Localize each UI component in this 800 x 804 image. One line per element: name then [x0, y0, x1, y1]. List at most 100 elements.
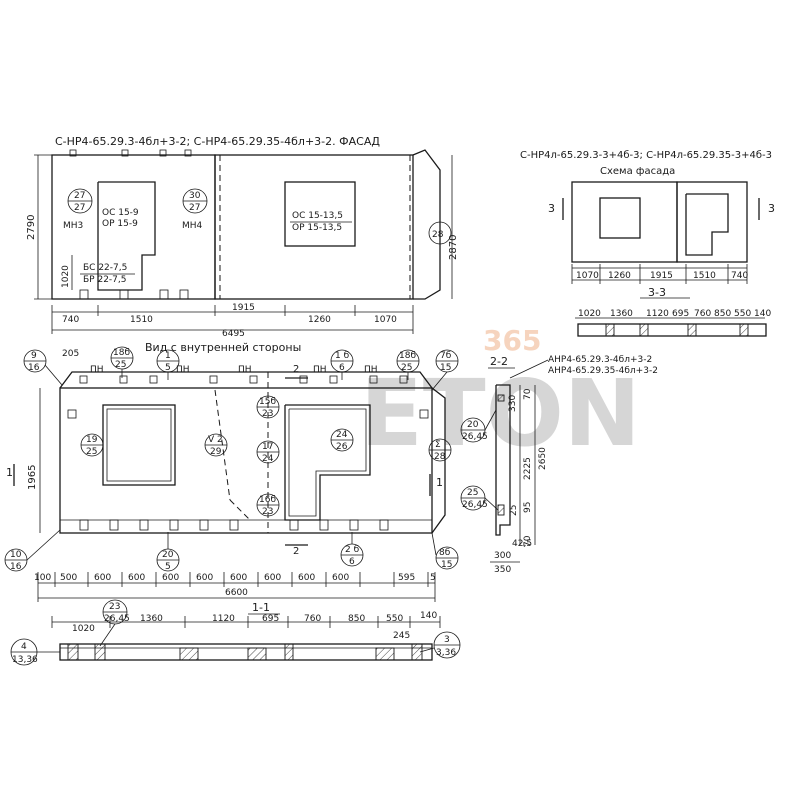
- cut-2-top: 2: [293, 364, 299, 375]
- svg-text:28: 28: [434, 452, 446, 462]
- svg-text:16б: 16б: [259, 495, 276, 505]
- inner-dim-9: 600: [332, 573, 349, 583]
- s33-dim-4: 760: [694, 309, 711, 319]
- svg-text:9: 9: [31, 351, 37, 361]
- scheme-subtitle: Схема фасада: [600, 166, 675, 177]
- s33-dim-0: 1020: [578, 309, 601, 319]
- inner-dim-8: 600: [298, 573, 315, 583]
- left-window-tag-1: ОС 15-9: [102, 208, 139, 218]
- svg-text:3,36: 3,36: [436, 648, 456, 658]
- s22-dim-42-5: 42,5: [512, 539, 532, 549]
- s11-dim-6: 550: [386, 614, 403, 624]
- facade-title: С-НР4-65.29.3-4бл+3-2; С-НР4-65.29.35-4б…: [55, 135, 380, 148]
- svg-text:2 б: 2 б: [345, 545, 360, 555]
- svg-text:8б: 8б: [439, 548, 451, 558]
- svg-text:20: 20: [162, 550, 174, 560]
- svg-text:24: 24: [262, 454, 274, 464]
- facade-dim-1915: 1915: [232, 303, 255, 313]
- scheme-cut-right: 3: [768, 202, 775, 215]
- svg-text:25: 25: [115, 360, 126, 370]
- inner-dim-10: 595: [398, 573, 415, 583]
- s33-dim-3: 695: [672, 309, 689, 319]
- facade-end: [412, 149, 441, 300]
- bubble-1b-6: 1 б6: [330, 349, 354, 373]
- svg-text:13,36: 13,36: [12, 655, 38, 665]
- svg-text:V 2: V 2: [208, 435, 223, 445]
- svg-text:4: 4: [21, 642, 27, 652]
- svg-text:15: 15: [441, 560, 452, 570]
- inner-dim-5: 600: [196, 573, 213, 583]
- section-22-tag-2: АНР4-65.29.35-4бл+3-2: [548, 366, 658, 376]
- bubble-25-26-45: 25 26,45: [460, 485, 488, 511]
- svg-text:6: 6: [349, 557, 355, 567]
- pn-2: ПН: [176, 365, 190, 375]
- svg-text:23: 23: [262, 409, 273, 419]
- inner-dim-6: 600: [230, 573, 247, 583]
- mn3-label: МН3: [63, 221, 83, 231]
- scheme-panel-right: [676, 181, 748, 263]
- bubble-v2-29: V 229: [204, 433, 228, 457]
- svg-text:26,45: 26,45: [462, 500, 488, 510]
- section-33-label: 3-3: [648, 286, 666, 299]
- door-tag-2: БР 22-7,5: [83, 275, 126, 285]
- pn-5: ПН: [364, 365, 378, 375]
- s22-dim-330: 330: [508, 395, 518, 412]
- scheme-cut-left: 3: [548, 202, 555, 215]
- svg-text:30: 30: [189, 191, 201, 201]
- inner-dim-2: 600: [94, 573, 111, 583]
- inner-window-right: [284, 404, 371, 521]
- section-22-label: 2-2: [490, 355, 508, 368]
- s22-dim-70: 70: [523, 388, 533, 400]
- s11-dim-7: 140: [420, 611, 437, 621]
- svg-text:20: 20: [467, 420, 479, 430]
- s33-dim-5: 850: [714, 309, 731, 319]
- facade-height-left: 2790: [26, 215, 37, 240]
- bubble-20-5: 205: [156, 548, 180, 572]
- svg-text:6: 6: [339, 363, 345, 373]
- right-window-tag-1: ОС 15-13,5: [292, 211, 343, 221]
- svg-text:5: 5: [165, 562, 171, 572]
- facade-dim-740: 740: [62, 315, 79, 325]
- svg-text:10: 10: [10, 550, 22, 560]
- svg-text:15б: 15б: [259, 397, 276, 407]
- svg-text:1: 1: [165, 351, 171, 361]
- svg-text:28: 28: [432, 230, 444, 240]
- inner-panel: [59, 387, 433, 534]
- s33-dim-1: 1360: [610, 309, 633, 319]
- bubble-9-16: 916: [23, 349, 47, 373]
- facade-dim-1070: 1070: [374, 315, 397, 325]
- svg-text:1 б: 1 б: [335, 351, 350, 361]
- s11-dim-0: 1020: [72, 624, 95, 634]
- svg-text:25: 25: [401, 363, 412, 373]
- inner-overall: 6600: [225, 588, 248, 598]
- s22-dim-2225: 2225: [523, 457, 533, 480]
- svg-text:18б: 18б: [113, 348, 130, 358]
- section-22-tag-1: АНР4-65.29.3-4бл+3-2: [548, 355, 652, 365]
- svg-text:27: 27: [74, 203, 85, 213]
- pn-1: ПН: [90, 365, 104, 375]
- svg-text:5: 5: [165, 363, 171, 373]
- svg-text:3: 3: [444, 635, 450, 645]
- scheme-dim-4: 740: [731, 271, 748, 281]
- facade-overall: 6495: [222, 329, 245, 339]
- svg-text:24: 24: [336, 430, 348, 440]
- svg-text:25: 25: [467, 488, 478, 498]
- facade-right-panel: [214, 154, 414, 300]
- s33-dim-6: 550: [734, 309, 751, 319]
- scheme-view: С-НР4л-65.29.3-3+4б-3; С-НР4л-65.29.35-3…: [520, 150, 775, 337]
- pn-4: ПН: [313, 365, 327, 375]
- svg-text:25: 25: [86, 447, 97, 457]
- facade-view: С-НР4-65.29.3-4бл+3-2; С-НР4-65.29.35-4б…: [26, 135, 459, 339]
- section-11-label: 1-1: [252, 601, 270, 614]
- inner-dim-7: 600: [264, 573, 281, 583]
- section-1-1: 1-1 1020 1360 1120 695 760 850 550 140 2…: [10, 599, 461, 666]
- s11-dim-1: 1360: [140, 614, 163, 624]
- s33-dim-7: 140: [754, 309, 771, 319]
